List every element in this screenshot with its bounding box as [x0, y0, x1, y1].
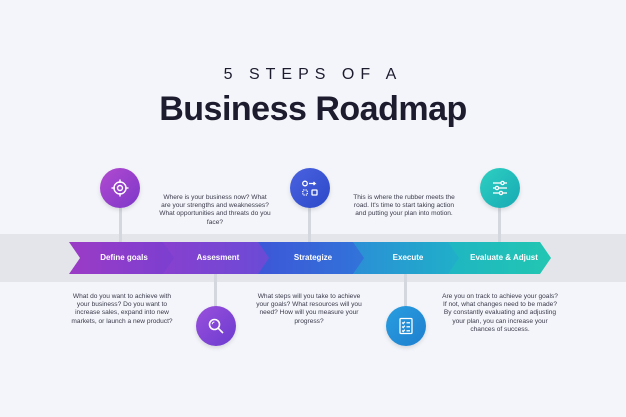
sliders-icon	[493, 180, 507, 196]
stem-1	[119, 206, 122, 244]
step-5-label: Evaluate & Adjust	[470, 253, 538, 262]
arrow-step-2	[163, 242, 270, 274]
step-4-description: This is where the rubber meets the road.…	[353, 194, 455, 218]
arrow-step-1	[69, 242, 176, 274]
arrow-step-5	[448, 242, 551, 274]
step-3-label: Strategize	[293, 253, 333, 262]
step-5-description: Are you on track to achieve your goals? …	[442, 293, 558, 333]
target-icon	[111, 179, 129, 197]
step-1-description: What do you want to achieve with your bu…	[71, 293, 173, 325]
stem-2	[214, 272, 217, 308]
arrow-step-4	[353, 242, 460, 274]
step-1-badge	[100, 168, 140, 208]
step-3-badge	[290, 168, 330, 208]
arrow-step-3	[258, 242, 365, 274]
step-2-label: Assesment	[196, 253, 240, 262]
checklist-icon	[399, 317, 413, 335]
step-2-description: Where is your business now? What are you…	[159, 194, 271, 226]
stem-5	[498, 206, 501, 244]
step-4-label: Execute	[392, 253, 424, 262]
stem-4	[404, 272, 407, 308]
step-5-badge	[480, 168, 520, 208]
magnifier-icon	[208, 318, 224, 334]
step-3-description: What steps will you take to achieve your…	[256, 293, 362, 325]
stem-3	[308, 206, 311, 244]
subtitle: 5 STEPS OF A	[223, 66, 403, 83]
step-4-badge	[386, 306, 426, 346]
strategy-icon	[302, 180, 318, 196]
step-1-label: Define goals	[100, 253, 148, 262]
step-2-badge	[196, 306, 236, 346]
page-title: Business Roadmap	[159, 90, 467, 128]
